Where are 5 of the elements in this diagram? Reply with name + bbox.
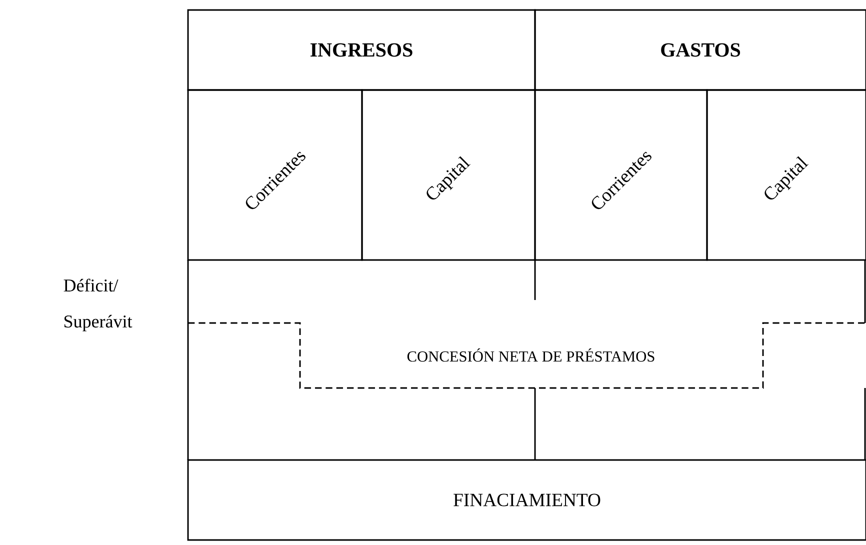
side-label: Déficit/ Superávit — [64, 278, 132, 332]
header-cell: INGRESOS — [187, 9, 536, 91]
table-cell: FINACIAMIENTO — [187, 459, 866, 541]
dashed-region: CONCESIÓN NETA DE PRÉSTAMOS — [188, 322, 866, 389]
header-cell: GASTOS — [534, 9, 866, 91]
